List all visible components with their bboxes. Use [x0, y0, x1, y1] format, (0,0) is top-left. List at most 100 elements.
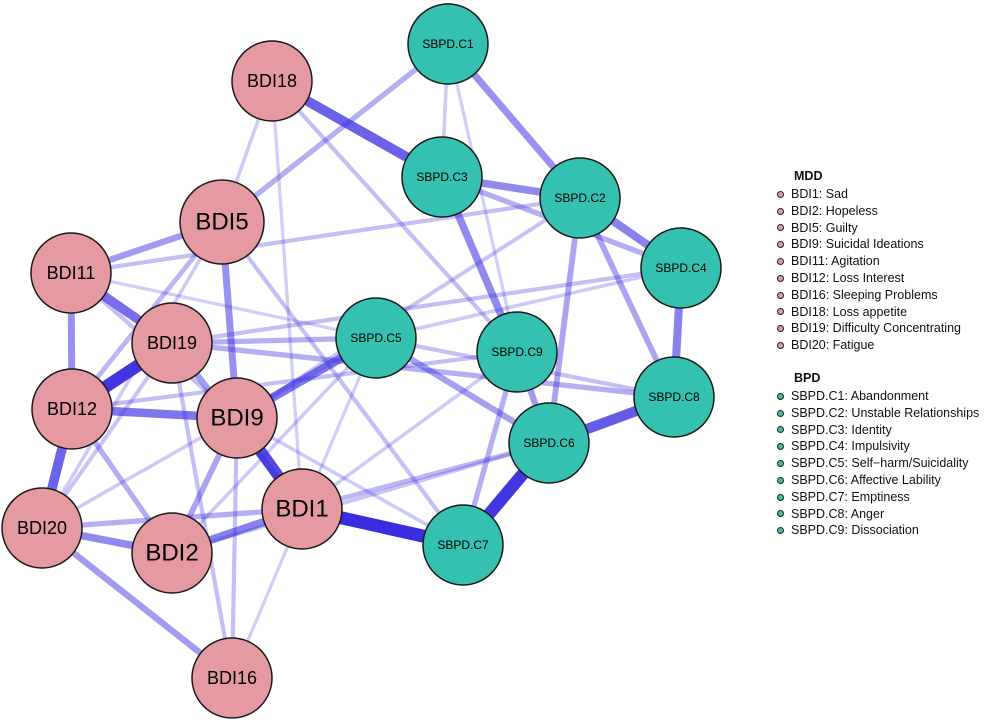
edge-BDI2-SBPD.C5	[170, 336, 378, 555]
node-circle	[407, 3, 489, 85]
legend-item-label: BDI9: Suicidal Ideations	[791, 237, 924, 252]
legend-item-label: BDI16: Sleeping Problems	[791, 287, 938, 302]
legend-item-label: SBPD.C5: Self−harm/Suicidality	[791, 456, 969, 471]
bpd-legend-item: SBPD.C8: Anger	[774, 506, 1004, 523]
edge-SBPD.C4-SBPD.C5	[375, 266, 682, 340]
mdd-legend-item: BDI11: Agitation	[774, 253, 1004, 270]
node-bdi1: BDI1	[261, 468, 343, 550]
legend-title-mdd: MDD	[794, 169, 823, 183]
bpd-legend-item: SBPD.C7: Emptiness	[774, 489, 1004, 506]
node-sbpd-c1: SBPD.C1	[407, 3, 489, 85]
legend-item-label: SBPD.C4: Impulsivity	[791, 439, 910, 454]
node-label: BDI12	[47, 399, 97, 419]
edge-BDI5-SBPD.C7	[220, 220, 465, 547]
node-circle	[335, 297, 417, 379]
mdd-legend-item: BDI19: Difficulty Concentrating	[774, 320, 1004, 337]
node-bdi18: BDI18	[231, 40, 313, 122]
node-label: SBPD.C8	[648, 390, 700, 404]
mdd-legend-item: BDI1: Sad	[774, 186, 1004, 203]
mdd-legend-item: BDI16: Sleeping Problems	[774, 287, 1004, 304]
edge-BDI18-BDI1	[270, 80, 304, 510]
legend-marker-icon	[777, 443, 784, 451]
legend-item-label: SBPD.C6: Affective Lability	[791, 472, 941, 487]
node-sbpd-c9: SBPD.C9	[476, 311, 558, 393]
node-label: BDI20	[17, 518, 67, 538]
bpd-legend-item: SBPD.C1: Abandonment	[774, 388, 1004, 405]
edge-BDI16-BDI19	[169, 342, 235, 679]
legend-marker-icon	[777, 258, 784, 266]
node-circle	[633, 356, 715, 438]
mdd-legend-item: BDI5: Guilty	[774, 220, 1004, 237]
node-circle	[640, 227, 722, 309]
node-sbpd-c6: SBPD.C6	[508, 402, 590, 484]
bpd-legend-item: SBPD.C5: Self−harm/Suicidality	[774, 455, 1004, 472]
legend-marker-icon	[777, 207, 784, 215]
node-sbpd-c7: SBPD.C7	[422, 504, 504, 586]
edge-BDI19-SBPD.C8	[171, 340, 675, 400]
node-label: SBPD.C7	[437, 538, 489, 552]
mdd-legend-item: BDI18: Loss appetite	[774, 304, 1004, 321]
node-label: SBPD.C6	[523, 436, 575, 450]
edge-BDI1-SBPD.C6	[301, 440, 550, 512]
legend-marker-icon	[777, 476, 784, 484]
legend-item-label: BDI19: Difficulty Concentrating	[791, 321, 961, 336]
bpd-legend-item: SBPD.C3: Identity	[774, 422, 1004, 439]
node-label: BDI19	[147, 333, 197, 353]
node-circle	[131, 512, 213, 594]
node-label: SBPD.C2	[554, 191, 606, 205]
node-circle	[191, 637, 273, 719]
node-circle	[401, 136, 483, 218]
node-bdi2: BDI2	[131, 512, 213, 594]
legend-item-label: SBPD.C7: Emptiness	[791, 489, 910, 504]
node-circle	[476, 311, 558, 393]
node-sbpd-c8: SBPD.C8	[633, 356, 715, 438]
node-circle	[539, 157, 621, 239]
node-circle	[131, 302, 213, 384]
legend-item-label: BDI2: Hopeless	[791, 203, 878, 218]
node-label: SBPD.C1	[422, 37, 474, 51]
mdd-legend-item: BDI20: Fatigue	[774, 337, 1004, 354]
legend-marker-icon	[777, 460, 784, 468]
bpd-legend-item: SBPD.C6: Affective Lability	[774, 472, 1004, 489]
node-label: BDI9	[210, 405, 263, 432]
node-circle	[179, 179, 265, 265]
edge-BDI18-SBPD.C9	[270, 79, 519, 354]
node-bdi9: BDI9	[196, 377, 278, 459]
legend-item-label: SBPD.C2: Unstable Relationships	[791, 405, 980, 420]
edge-BDI16-BDI9	[229, 417, 240, 679]
node-bdi11: BDI11	[30, 232, 112, 314]
mdd-legend-item: BDI12: Loss Interest	[774, 270, 1004, 287]
node-circle	[30, 232, 112, 314]
mdd-legend-item: BDI2: Hopeless	[774, 203, 1004, 220]
node-bdi19: BDI19	[131, 302, 213, 384]
node-circle	[231, 40, 313, 122]
legend-marker-icon	[777, 291, 784, 299]
legend-spacer	[774, 354, 1004, 370]
node-label: BDI5	[195, 209, 248, 236]
legend-item-label: SBPD.C1: Abandonment	[791, 388, 929, 403]
bpd-legend-item: SBPD.C9: Dissociation	[774, 522, 1004, 539]
node-label: SBPD.C5	[350, 331, 402, 345]
legend-item-label: BDI1: Sad	[791, 187, 848, 201]
node-label: BDI16	[207, 668, 257, 688]
node-sbpd-c3: SBPD.C3	[401, 136, 483, 218]
legend-marker-icon	[777, 527, 784, 535]
node-circle	[508, 402, 590, 484]
edge-SBPD.C1-SBPD.C9	[446, 43, 519, 353]
node-label: BDI18	[247, 71, 297, 91]
node-label: SBPD.C9	[491, 345, 543, 359]
legend-item-label: BDI5: Guilty	[791, 220, 858, 235]
node-label: BDI2	[145, 540, 198, 567]
legend-marker-icon	[777, 426, 784, 434]
node-bdi12: BDI12	[31, 368, 113, 450]
edge-BDI11-SBPD.C5	[70, 271, 377, 340]
node-bdi5: BDI5	[179, 179, 265, 265]
legend-item-label: BDI18: Loss appetite	[791, 304, 908, 319]
node-sbpd-c4: SBPD.C4	[640, 227, 722, 309]
legend-title-bpd: BPD	[794, 370, 821, 385]
